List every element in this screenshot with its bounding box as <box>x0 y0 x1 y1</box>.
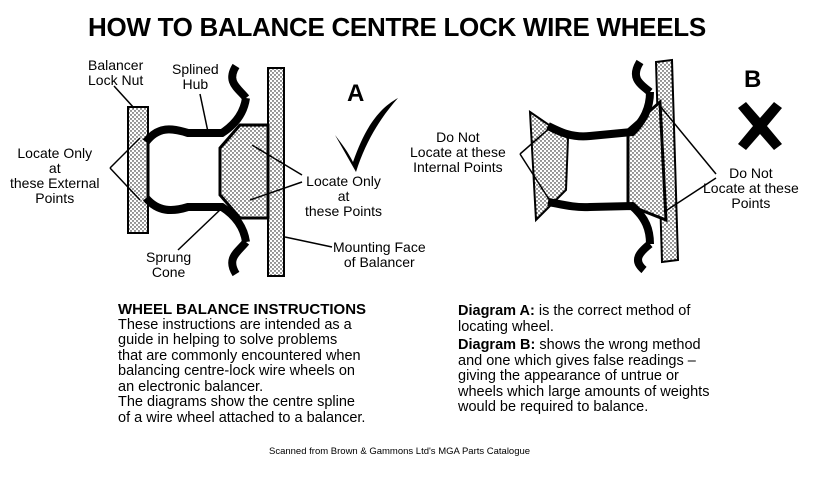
diagram-b-note-label: Diagram B: <box>458 337 536 353</box>
diagram-b-letter: B <box>744 66 762 93</box>
mounting-face-a <box>267 67 285 277</box>
cross-mark <box>738 102 782 150</box>
tick-mark <box>335 98 398 172</box>
hub-upper-b <box>546 91 654 141</box>
sprung-cone-a <box>218 123 270 220</box>
spoke-lower-b <box>634 240 653 274</box>
page-title: HOW TO BALANCE CENTRE LOCK WIRE WHEELS <box>88 12 706 42</box>
spoke-upper-a <box>228 63 250 101</box>
lock-nut-a <box>127 106 149 234</box>
spoke-lower-a <box>228 239 250 277</box>
hub-lower-b <box>547 198 654 245</box>
diagram-a-letter: A <box>347 80 365 107</box>
diagram-notes: Diagram A: is the correct method of loca… <box>458 303 710 415</box>
diagram-a <box>109 63 398 277</box>
hub-lower-a <box>142 195 250 243</box>
diagram-a-note-label: Diagram A: <box>458 303 535 319</box>
diagram-b <box>519 58 782 274</box>
hub-upper-a <box>142 97 250 145</box>
instructions-block: WHEEL BALANCE INSTRUCTIONS These instruc… <box>118 302 418 426</box>
spoke-upper-b <box>631 59 653 96</box>
instructions-heading: WHEEL BALANCE INSTRUCTIONS <box>118 301 367 318</box>
scan-credit: Scanned from Brown & Gammons Ltd's MGA P… <box>269 446 531 457</box>
